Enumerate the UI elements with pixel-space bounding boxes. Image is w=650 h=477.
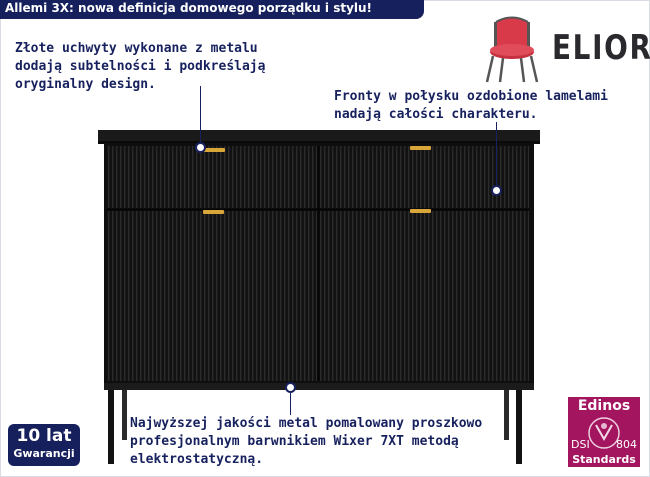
callout-dot-fronts	[491, 185, 502, 196]
seal-text-right: 804	[616, 438, 637, 451]
page-title: Allemi 3X: nowa definicja domowego porzą…	[5, 1, 373, 15]
edinos-badge: Edinos DSI 804 Standards	[568, 397, 640, 467]
warranty-years: 10 lat	[16, 426, 72, 446]
certification-seal-icon: DSI 804	[571, 417, 637, 451]
warranty-label: Gwarancji	[13, 447, 75, 460]
sideboard-image	[98, 130, 540, 464]
warranty-badge: 10 lat Gwarancji	[8, 424, 80, 466]
callout-line-fronts	[496, 122, 497, 190]
callout-line-handles	[200, 86, 201, 147]
brand-logo: ELIOR	[552, 28, 650, 68]
feature-note-handles: Złote uchwyty wykonane z metalu dodają s…	[15, 41, 266, 92]
callout-dot-handles	[195, 142, 206, 153]
feature-note-metal: Najwyższej jakości metal pomalowany pros…	[130, 416, 483, 467]
title-banner: Allemi 3X: nowa definicja domowego porzą…	[0, 0, 424, 19]
edinos-name: Edinos	[577, 398, 631, 414]
edinos-standards: Standards	[572, 453, 636, 466]
feature-note-fronts: Fronty w połysku ozdobione lamelami nada…	[334, 89, 608, 122]
callout-line-metal	[290, 391, 291, 415]
callout-dot-metal	[285, 382, 296, 393]
chair-icon	[485, 16, 539, 83]
seal-text-left: DSI	[571, 438, 590, 451]
